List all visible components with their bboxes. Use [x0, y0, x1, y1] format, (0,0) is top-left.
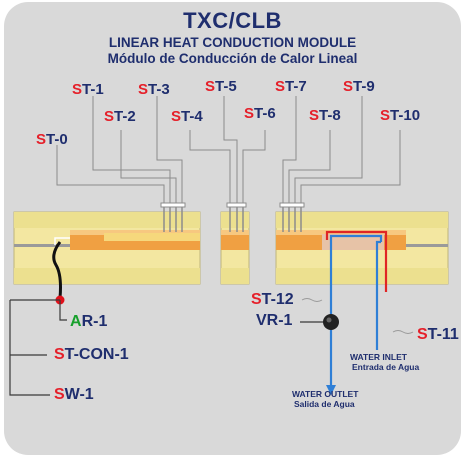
label-st-10: ST-10 [380, 107, 421, 124]
subtitle-spanish: Módulo de Conducción de Calor Lineal [107, 51, 358, 66]
label-vr-1: VR-1 [256, 312, 293, 329]
label-st-5: ST-5 [205, 78, 237, 95]
label-st-7: ST-7 [275, 78, 307, 95]
label-st-0: ST-0 [36, 131, 68, 148]
label-ar-1: AR-1 [70, 313, 108, 330]
st12-sensor-mark [301, 298, 323, 302]
label-st-8: ST-8 [309, 107, 341, 124]
sensor-leader-lines [56, 96, 401, 205]
label-water-outlet: WATER OUTLET Salida de Agua [292, 389, 359, 409]
outlet-arrow-icon [326, 385, 336, 395]
st11-sensor-mark [392, 330, 414, 334]
subtitle-english: LINEAR HEAT CONDUCTION MODULE [108, 35, 357, 50]
label-st-3: ST-3 [138, 81, 170, 98]
label-st-4: ST-4 [171, 108, 203, 125]
label-water-inlet: WATER INLET Entrada de Agua [350, 352, 420, 372]
page-title: TXC/CLB [183, 8, 282, 33]
middle-bar-section [220, 211, 250, 285]
label-st-1: ST-1 [72, 81, 104, 98]
vr1-valve-icon [323, 314, 339, 330]
water-circuit [325, 230, 388, 388]
label-st-11: ST-11 [417, 326, 459, 343]
component-wiring [9, 299, 67, 396]
label-st-6: ST-6 [244, 105, 276, 122]
right-bar-section [275, 211, 449, 285]
cooling-chamber [322, 234, 384, 250]
sensor-probes [163, 205, 302, 232]
label-st-12: ST-12 [251, 291, 294, 308]
label-st-2: ST-2 [104, 108, 136, 125]
left-bar-section [13, 211, 201, 285]
label-st-con-1: ST-CON-1 [54, 346, 129, 363]
heater-wire [52, 237, 70, 299]
sensor-probe-heads [160, 202, 305, 208]
label-st-9: ST-9 [343, 78, 375, 95]
label-sw-1: SW-1 [54, 386, 94, 403]
